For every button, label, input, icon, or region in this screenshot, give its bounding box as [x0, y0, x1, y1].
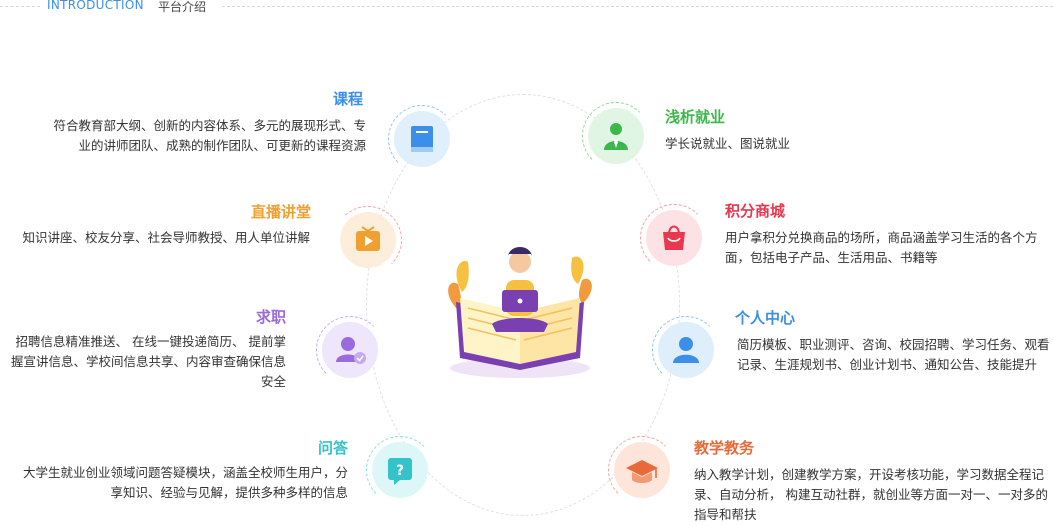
- qa-title: 问答: [317, 439, 348, 457]
- personal-description: 简历模板、职业测评、咨询、校园招聘、学习任务、观看记录、生涯规划书、创业计划书、…: [737, 337, 1050, 372]
- header-divider-right: [222, 6, 1053, 7]
- graduation-cap-icon: [626, 460, 658, 483]
- book-icon: [411, 126, 433, 152]
- career-icon-button[interactable]: [582, 102, 650, 170]
- svg-text:?: ?: [396, 463, 404, 479]
- course-description: 符合教育部大纲、创新的内容体系、多元的展现形式、专业的讲师团队、成熟的制作团队、…: [53, 118, 366, 153]
- teaching-title: 教学教务: [694, 439, 755, 457]
- user-icon: [673, 337, 699, 363]
- qa-description: 大学生就业创业领域问题答疑模块，涵盖全校师生用户，分享知识、经验与见解，提供多种…: [22, 465, 348, 500]
- personal-title: 个人中心: [735, 309, 796, 327]
- suit-person-icon: [604, 123, 628, 150]
- center-illustration: [440, 232, 600, 392]
- header-title-en: INTRODUCTION: [47, 0, 144, 12]
- header-title-cn: 平台介绍: [158, 0, 207, 14]
- question-icon: ?: [388, 458, 412, 485]
- reading-person-illustration: [448, 247, 592, 378]
- shopping-bag-icon: [663, 225, 685, 250]
- job-title: 求职: [255, 308, 286, 326]
- orbit-ring: [366, 94, 680, 516]
- live-icon-button[interactable]: [334, 206, 402, 274]
- qa-icon-button[interactable]: ?: [366, 436, 434, 504]
- points-title: 积分商城: [725, 202, 786, 220]
- header-divider-left: [0, 6, 40, 7]
- job-description: 招聘信息精准推送、 在线一键投递简历、 提前掌握宣讲信息、学校间信息共享、内容审…: [10, 334, 286, 389]
- live-description: 知识讲座、校友分享、社会导师教授、用人单位讲解: [22, 230, 310, 245]
- career-description: 学长说就业、图说就业: [665, 136, 791, 151]
- personal-icon-button[interactable]: [652, 316, 720, 384]
- teaching-description: 纳入教学计划，创建教学方案，开设考核功能，学习数据全程记录、自动分析， 构建互动…: [694, 467, 1048, 522]
- job-icon-button[interactable]: [316, 316, 384, 384]
- points-icon-button[interactable]: [640, 204, 708, 272]
- live-title: 直播讲堂: [250, 203, 311, 221]
- person-check-icon: [336, 337, 366, 364]
- points-description: 用户拿积分兑换商品的场所，商品涵盖学习生活的各个方面，包括电子产品、生活用品、书…: [725, 230, 1038, 265]
- section-header: INTRODUCTION 平台介绍: [0, 0, 1053, 16]
- play-icon: [356, 226, 380, 251]
- career-title: 浅析就业: [665, 108, 726, 126]
- course-icon-button[interactable]: [388, 105, 456, 173]
- teaching-icon-button[interactable]: [608, 436, 676, 504]
- course-title: 课程: [332, 90, 363, 108]
